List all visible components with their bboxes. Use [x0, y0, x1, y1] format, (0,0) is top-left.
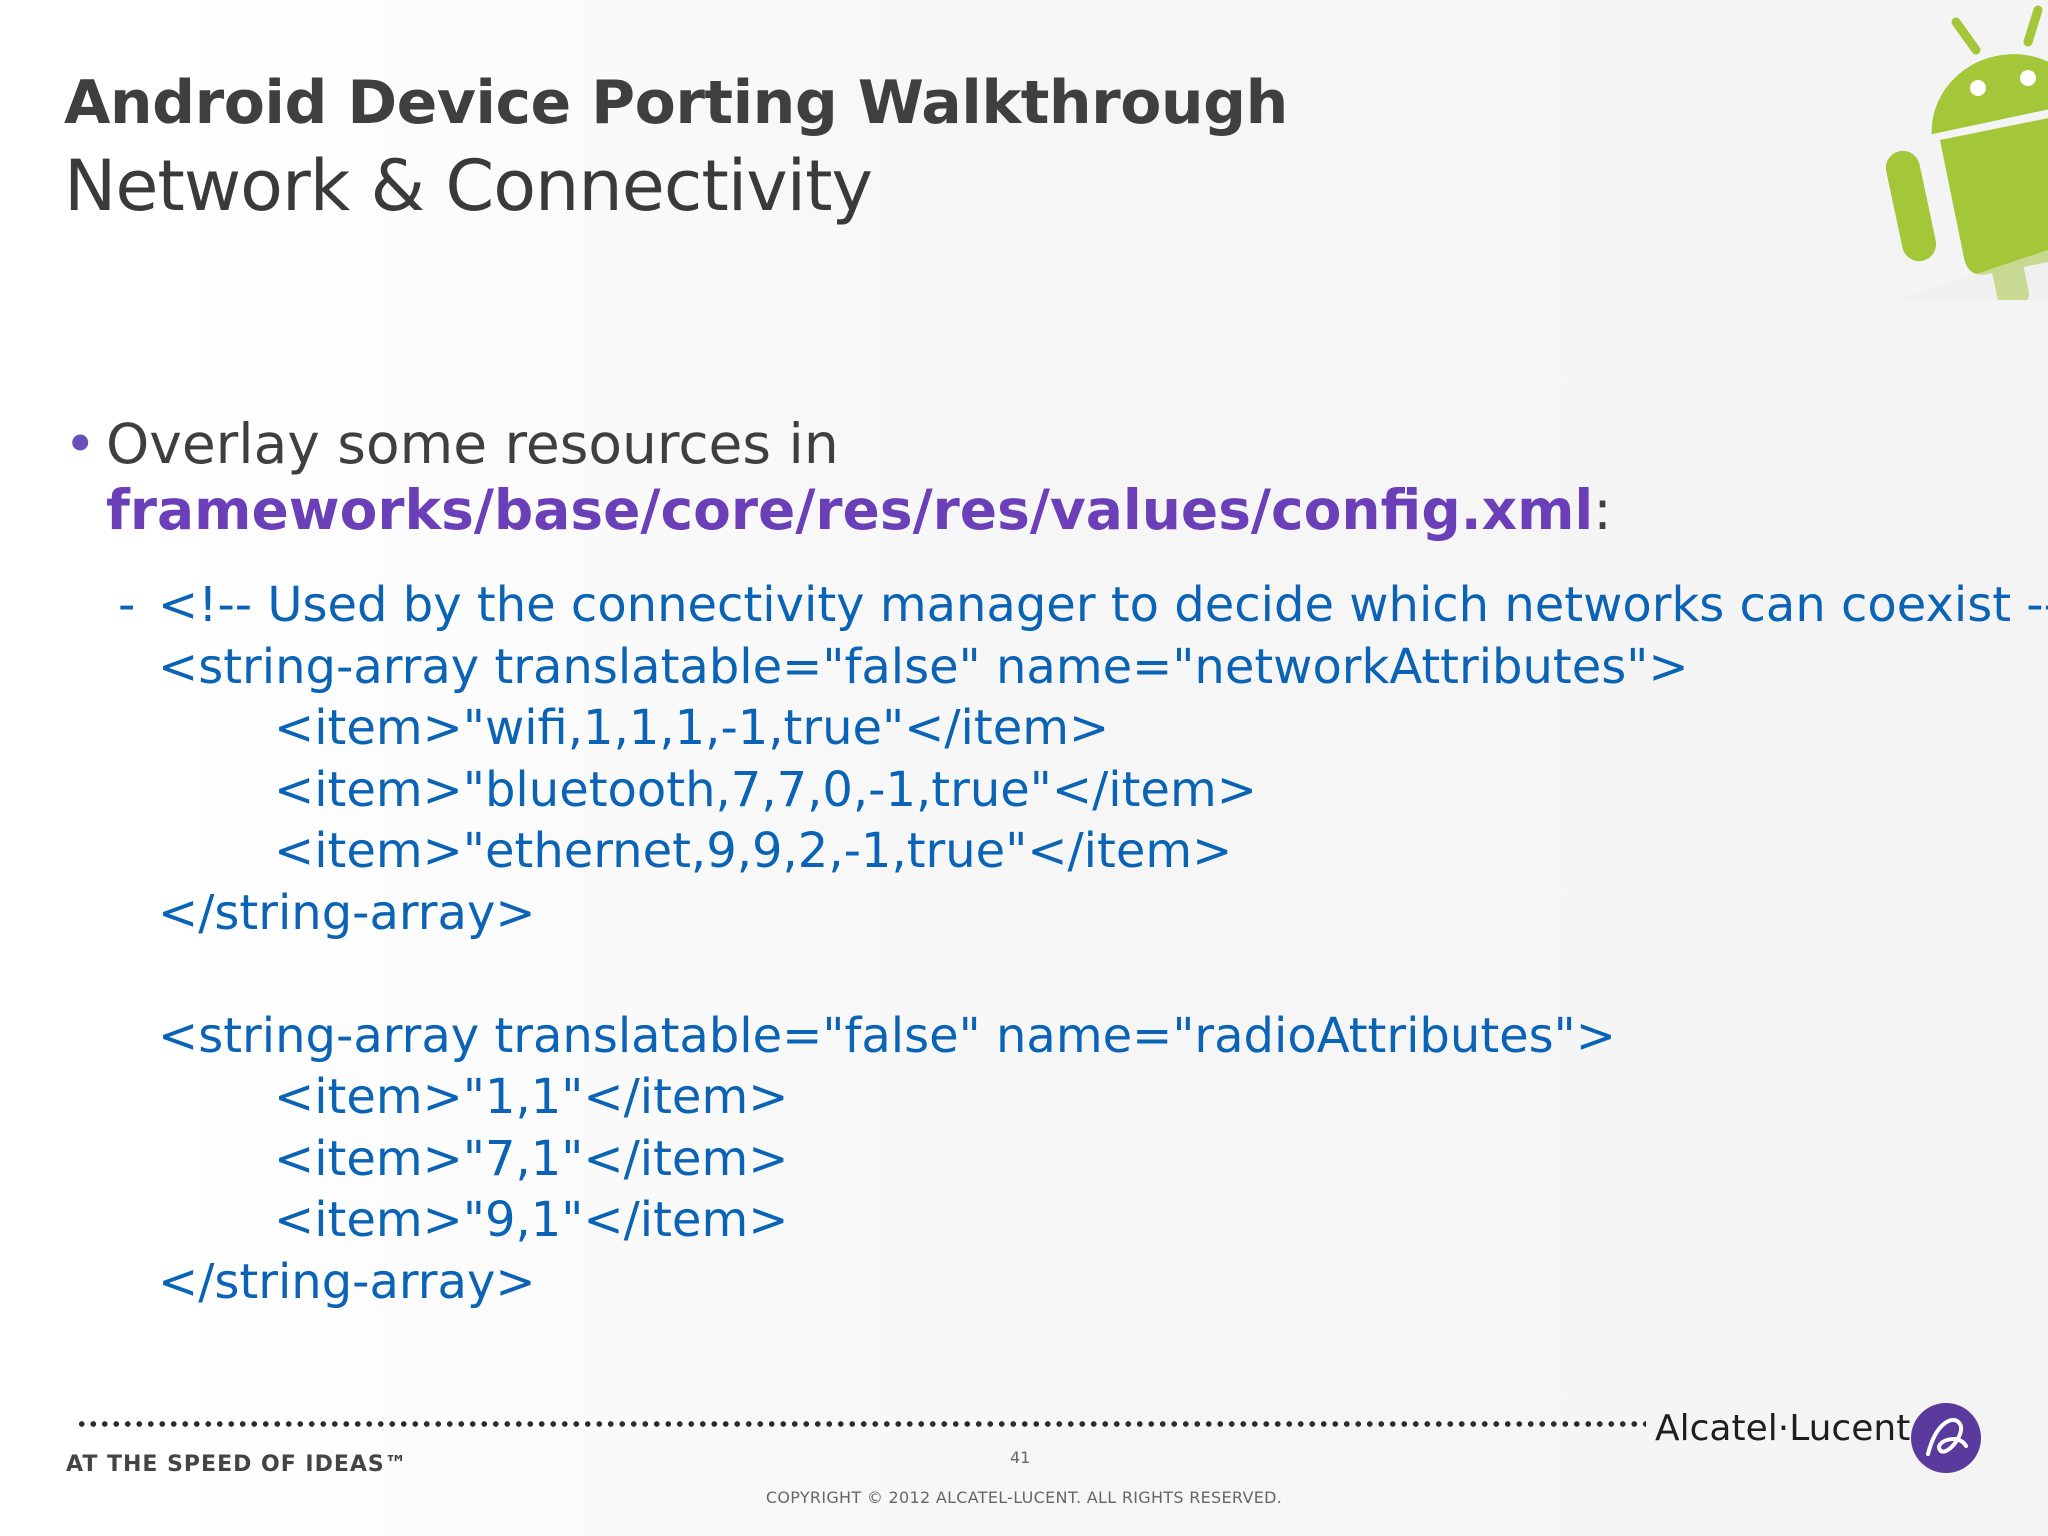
code-line: </string-array> [158, 884, 536, 941]
code-line: <string-array translatable="false" name=… [158, 638, 1689, 695]
config-file-path: frameworks/base/core/res/res/values/conf… [106, 478, 1594, 542]
bullet-path-line: frameworks/base/core/res/res/values/conf… [106, 478, 1612, 542]
code-line: <item>"1,1"</item> [274, 1069, 789, 1125]
code-line: <item>"7,1"</item> [274, 1130, 789, 1187]
code-line: <item>"ethernet,9,9,2,-1,true"</item> [274, 823, 1233, 879]
slide-title: Android Device Porting Walkthrough [64, 68, 1288, 138]
code-snippet: - <!-- Used by the connectivity manager … [118, 575, 2048, 1313]
alcatel-lucent-logo-icon [1911, 1403, 1981, 1473]
android-robot-icon [1885, 5, 2048, 300]
code-line: </string-array> [158, 1253, 536, 1310]
footer-dotted-divider [76, 1420, 1646, 1428]
bullet-suffix: : [1593, 478, 1612, 542]
bullet-marker: • [64, 412, 97, 476]
bullet-text: Overlay some resources in [106, 412, 839, 476]
code-line: <item>"bluetooth,7,7,0,-1,true"</item> [274, 761, 1257, 818]
copyright-notice: COPYRIGHT © 2012 ALCATEL-LUCENT. ALL RIG… [765, 1488, 1283, 1507]
code-line-blank [118, 944, 2048, 1006]
code-line: <item>"9,1"</item> [274, 1192, 789, 1248]
tagline: AT THE SPEED OF IDEAS™ [66, 1452, 408, 1477]
slide-subtitle: Network & Connectivity [64, 145, 873, 227]
brand-wordmark: Alcatel·Lucent [1655, 1408, 1911, 1449]
code-line: <item>"wifi,1,1,1,-1,true"</item> [274, 700, 1110, 756]
sub-bullet-dash: - [118, 577, 136, 633]
code-line: <string-array translatable="false" name=… [158, 1007, 1616, 1064]
page-number: 41 [1010, 1448, 1031, 1467]
code-line: <!-- Used by the connectivity manager to… [158, 577, 2048, 633]
